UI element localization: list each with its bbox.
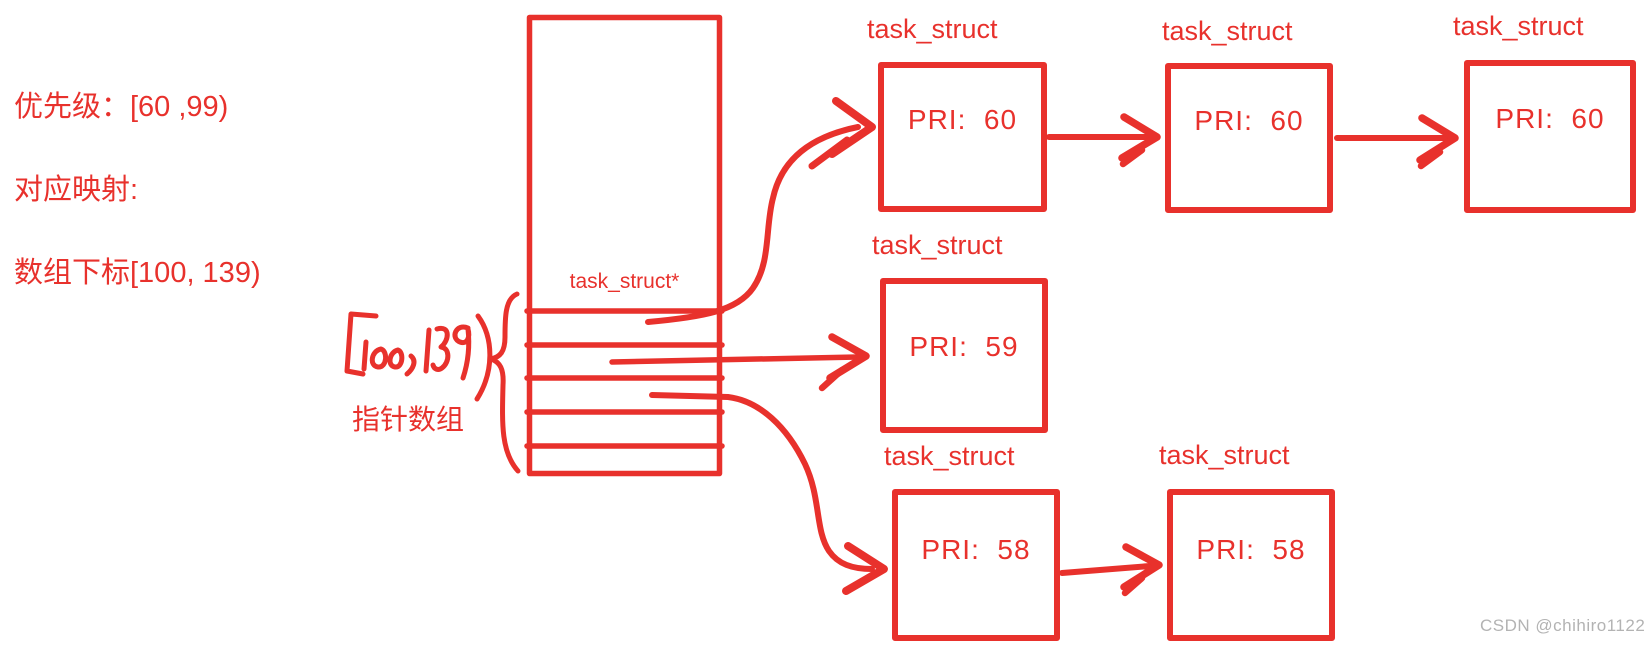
node-title-pri58-1: task_struct <box>884 441 1015 471</box>
node-title-pri58-2: task_struct <box>1159 440 1290 470</box>
node-pri-value-59: PRI: 59 <box>909 331 1019 362</box>
node-pri-value-58-1: PRI: 58 <box>921 534 1031 565</box>
node-pri-value-60-3: PRI: 60 <box>1495 103 1605 134</box>
handwritten-index-range <box>344 311 493 402</box>
arrow-pri58-1-to-2 <box>1059 543 1163 597</box>
pointer-array-caption: 指针数组 <box>352 404 465 435</box>
arrow-cell3-to-pri58 <box>649 392 888 595</box>
node-box-pri60-1 <box>878 62 1047 212</box>
priority-range-text: 优先级：[60 ,99) <box>14 91 229 123</box>
node-title-pri60-2: task_struct <box>1162 16 1293 46</box>
priority-mapping-note: 优先级：[60 ,99) 对应映射: 数组下标[100, 139) <box>14 48 261 333</box>
handwritten-brace <box>488 291 521 474</box>
pointer-array-box <box>526 14 723 477</box>
mapping-text: 对应映射: <box>14 174 139 206</box>
node-pri-value-60-2: PRI: 60 <box>1194 105 1304 136</box>
node-title-pri60-3: task_struct <box>1453 11 1584 41</box>
node-pri-value-58-2: PRI: 58 <box>1196 534 1306 565</box>
arrow-pri60-2-to-3 <box>1334 114 1459 170</box>
pointer-array-cell-dividers <box>524 308 725 449</box>
node-pri-value-60-1: PRI: 60 <box>907 104 1018 135</box>
csdn-watermark: CSDN @chihiro1122 <box>1480 616 1644 635</box>
node-box-pri60-3 <box>1464 60 1636 213</box>
arrow-cell2-to-pri59 <box>609 333 870 392</box>
array-element-type-label: task_struct* <box>569 270 680 293</box>
node-box-pri60-2 <box>1165 63 1333 213</box>
node-title-pri60-1: task_struct <box>867 14 998 44</box>
node-title-pri59: task_struct <box>872 230 1003 260</box>
arrow-pri60-1-to-2 <box>1046 113 1161 168</box>
array-index-range-text: 数组下标[100, 139) <box>14 257 261 289</box>
